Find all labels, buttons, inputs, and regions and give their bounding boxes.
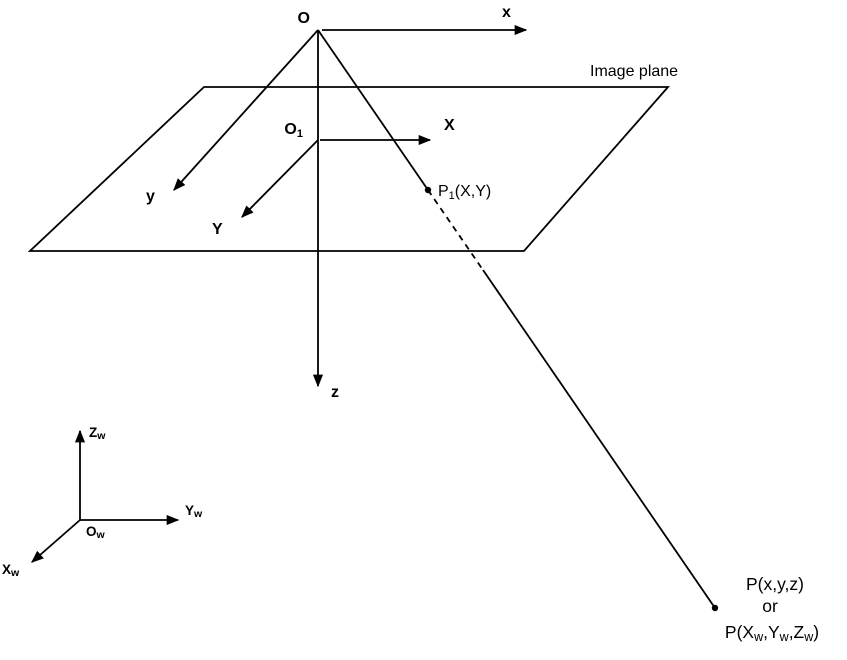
label-point-p-line2: or [762, 596, 778, 616]
label-plane-y-axis: Y [212, 221, 223, 238]
label-point-p-line3-part0: P(X [725, 622, 755, 642]
label-world-z-main: Z [89, 425, 97, 440]
label-point-p-line3-part4: ,Z [789, 622, 805, 642]
label-point-p-line3: P(Xw,Yw,Zw) [725, 622, 819, 644]
label-camera-origin: O [298, 10, 310, 27]
label-world-z-sub: w [96, 430, 106, 442]
label-world-x-sub: w [10, 567, 20, 579]
label-point-p-line3-part1: w [753, 630, 764, 644]
label-point-p-line3-part3: w [779, 630, 790, 644]
label-world-y-main: Y [185, 503, 194, 518]
plane-y-axis [241, 139, 319, 218]
label-world-y-sub: w [193, 508, 203, 520]
label-plane-origin-main: O [284, 121, 296, 138]
label-point-p-line3-part6: ) [813, 622, 819, 642]
label-point-p1-sub: 1 [449, 190, 455, 202]
label-camera-y-axis: y [146, 188, 155, 205]
projection-ray-upper [317, 29, 429, 191]
label-world-x-main: X [2, 562, 11, 577]
camera-y-axis [173, 29, 319, 191]
projection-ray-dashed [427, 189, 484, 271]
label-world-origin-main: O [86, 524, 97, 539]
point-p-dot [711, 604, 719, 612]
label-point-p1-rest: (X,Y) [455, 183, 491, 200]
projection-ray-lower [482, 269, 716, 609]
label-camera-z-axis: z [331, 384, 339, 401]
label-point-p-line1: P(x,y,z) [746, 574, 804, 594]
label-plane-origin: O1 [284, 121, 303, 140]
label-world-y-axis: Yw [185, 503, 203, 520]
label-point-p1-main: P [438, 183, 449, 200]
world-x-axis [31, 519, 81, 563]
label-plane-origin-sub: 1 [297, 128, 303, 140]
label-world-origin-sub: w [96, 529, 106, 541]
label-image-plane: Image plane [590, 63, 678, 80]
label-point-p1: P1(X,Y) [438, 183, 491, 202]
label-world-z-axis: Zw [89, 425, 106, 442]
label-world-origin: Ow [86, 524, 106, 541]
label-point-p-line3-part2: ,Y [763, 622, 780, 642]
label-camera-x-axis: x [502, 4, 511, 21]
label-plane-x-axis: X [444, 117, 455, 134]
label-point-p-line3-part5: w [803, 630, 814, 644]
point-p1-dot [424, 186, 432, 194]
image-plane-outline [27, 86, 670, 252]
label-world-x-axis: Xw [2, 562, 20, 579]
